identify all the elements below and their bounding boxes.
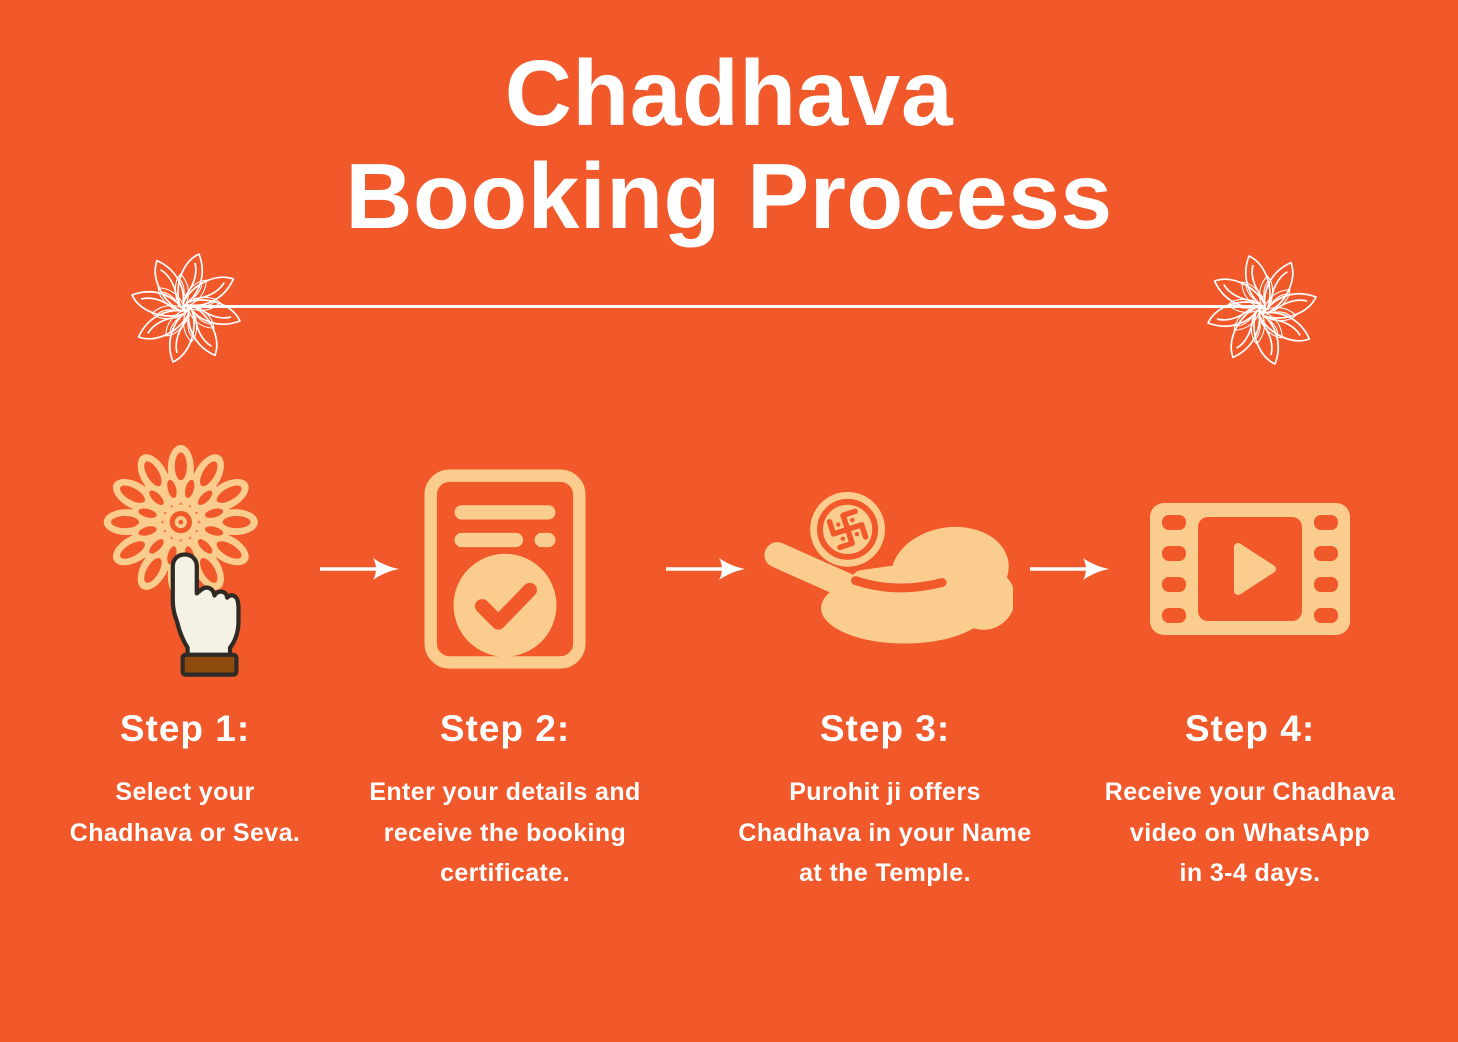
booking-certificate-icon [424,469,586,669]
rangoli-flower-icon [1202,250,1322,370]
step-column-3: Step 3: Purohit ji offers Chadhava in yo… [695,438,1075,894]
offering-hand-coin-icon [764,491,1013,644]
swastika-coin-icon [810,491,885,567]
step2-icon-wrap [330,438,680,700]
step2-label: Step 2: [439,708,571,749]
step3-icon-wrap [695,438,1075,700]
arrow-right-icon [666,558,745,580]
page-title: Chadhava Booking Process [345,41,1113,249]
step1-icon-wrap [10,438,360,700]
step3-label: Step 3: [819,708,951,749]
step3-description: Purohit ji offers Chadhava in your Name … [738,778,1032,887]
divider-line [188,305,1264,308]
step1-label: Step 1: [119,708,251,749]
flower-click-icon [103,445,258,678]
step2-description: Enter your details and receive the booki… [369,778,641,887]
arrow-right-icon [320,558,399,580]
step4-label: Step 4: [1184,708,1316,749]
rangoli-flower-icon [131,253,241,363]
step-column-4: Step 4: Receive your Chadhava video on W… [1060,438,1440,894]
click-hand-cursor-icon [170,552,241,678]
step4-icon-wrap [1060,438,1440,700]
step4-description: Receive your Chadhava video on WhatsApp … [1104,778,1396,887]
step-column-1: Step 1: Select your Chadhava or Seva. [10,438,360,853]
arrow-right-icon [1030,558,1109,580]
step-column-2: Step 2: Enter your details and receive t… [330,438,680,894]
step1-description: Select your Chadhava or Seva. [69,778,301,847]
play-triangle-icon [1234,543,1276,595]
video-film-icon [1150,503,1350,635]
open-palm-shape [764,526,1013,644]
